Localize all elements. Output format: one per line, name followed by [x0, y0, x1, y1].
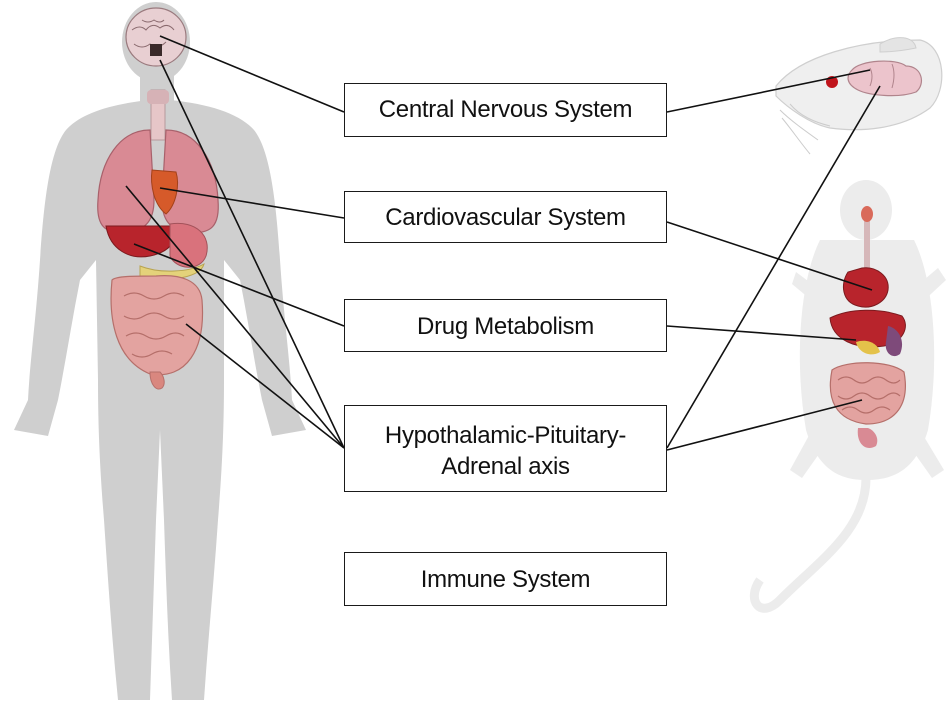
central-nervous-system-box: Central Nervous System — [344, 83, 667, 137]
drug-metabolism-label: Drug Metabolism — [345, 300, 666, 342]
rat-head-icon — [776, 38, 942, 154]
cardiovascular-system-label: Cardiovascular System — [345, 192, 666, 233]
central-nervous-system-label: Central Nervous System — [345, 84, 666, 125]
hpa-axis-box: Hypothalamic-Pituitary-Adrenal axis — [344, 405, 667, 492]
immune-system-box: Immune System — [344, 552, 667, 606]
drug-metabolism-box: Drug Metabolism — [344, 299, 667, 352]
connector-brain-cns — [160, 36, 344, 112]
hpa-axis-label: Hypothalamic-Pituitary-Adrenal axis — [345, 406, 666, 482]
cardiovascular-system-box: Cardiovascular System — [344, 191, 667, 243]
immune-system-label: Immune System — [345, 553, 666, 595]
human-brain-icon — [126, 8, 186, 66]
rat-brain-icon — [848, 61, 921, 96]
